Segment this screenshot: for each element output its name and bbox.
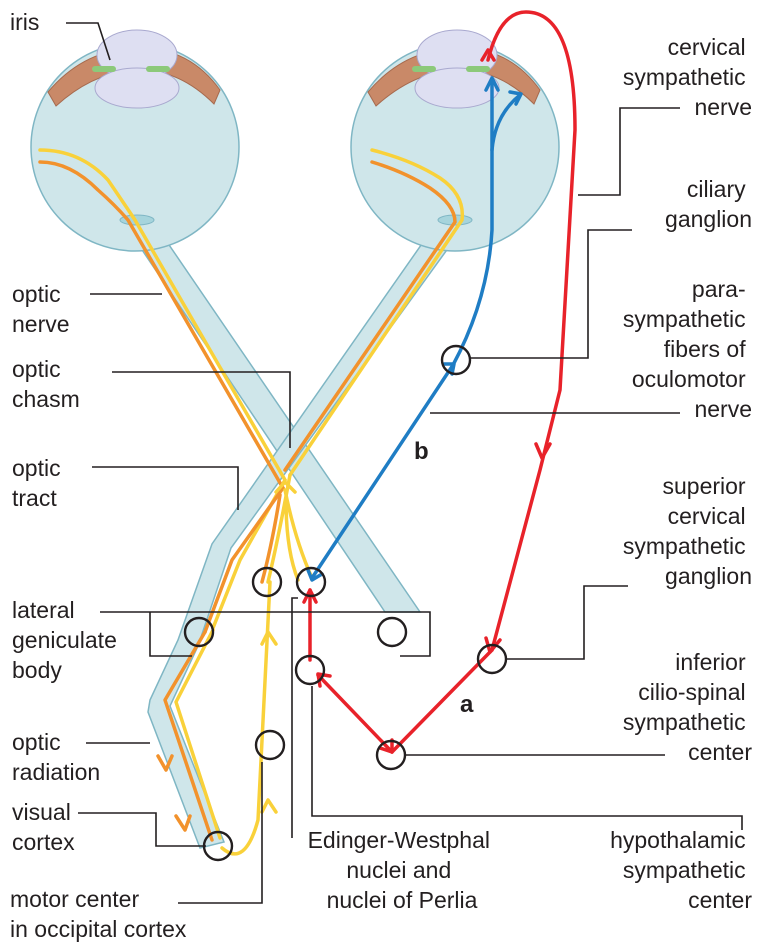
label-optic-radiation: optic radiation bbox=[12, 729, 100, 785]
label-visual-cortex: visual cortex bbox=[12, 799, 77, 855]
motor-up-arrow bbox=[262, 800, 276, 812]
optic-tract-leader bbox=[92, 467, 238, 510]
label-iris: iris bbox=[10, 9, 39, 35]
right-ciliary-body-l bbox=[412, 66, 436, 72]
label-optic-tract: optic tract bbox=[12, 455, 67, 511]
edinger-westphal-leader bbox=[292, 598, 298, 838]
label-optic-chasm: optic chasm bbox=[12, 356, 80, 412]
red-ganglion-to-center bbox=[392, 650, 492, 752]
radiation-arrow-2 bbox=[176, 816, 190, 830]
left-optic-nerve-band bbox=[122, 220, 420, 612]
label-ciliospinal-center: inferior cilio-spinal sympathetic center bbox=[623, 649, 752, 765]
nodes bbox=[185, 346, 506, 860]
motor-up-arrow-2 bbox=[262, 632, 276, 644]
label-cervical-sympathetic-nerve: cervical sympathetic nerve bbox=[623, 34, 752, 120]
red-center-to-hypothalamic bbox=[318, 675, 392, 752]
left-ciliary-body-l bbox=[92, 66, 116, 72]
label-pathway-a: a bbox=[460, 691, 474, 718]
label-motor-center: motor center in occipital cortex bbox=[10, 886, 187, 942]
label-optic-nerve: optic nerve bbox=[12, 281, 70, 337]
left-lens bbox=[95, 68, 179, 108]
label-superior-cervical-ganglion: superior cervical sympathetic ganglion bbox=[623, 473, 752, 589]
ciliary-ganglion-leader bbox=[470, 230, 632, 358]
label-parasympathetic-fibers: para- sympathetic fibers of oculomotor n… bbox=[623, 276, 752, 422]
left-ciliary-body-r bbox=[146, 66, 170, 72]
label-pathway-b: b bbox=[414, 438, 429, 465]
label-edinger-westphal: Edinger-Westphal nuclei and nuclei of Pe… bbox=[308, 827, 497, 913]
label-hypothalamic-center: hypothalamic sympathetic center bbox=[610, 827, 752, 913]
label-lateral-geniculate: lateral geniculate body bbox=[12, 597, 123, 683]
cervical-nerve-leader bbox=[578, 108, 680, 195]
lateral-geniculate-right-node bbox=[378, 618, 406, 646]
label-ciliary-ganglion: ciliary ganglion bbox=[665, 176, 752, 232]
right-ciliary-body-r bbox=[466, 66, 490, 72]
superior-cervical-leader bbox=[506, 586, 628, 659]
